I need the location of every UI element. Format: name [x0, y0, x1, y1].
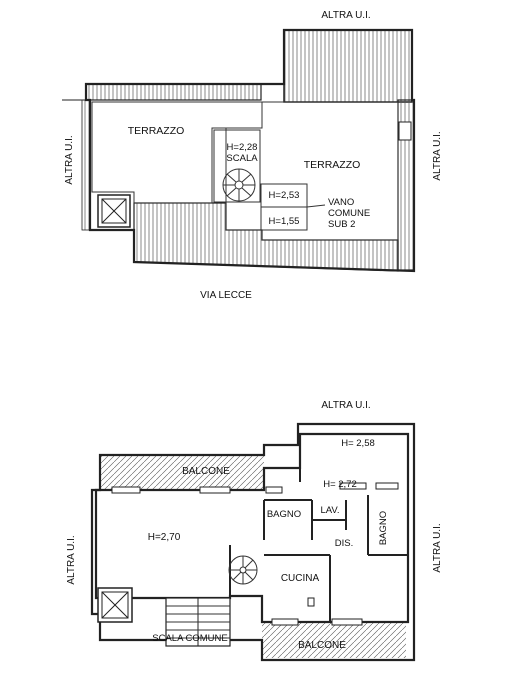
bagno-right-label: BAGNO [378, 511, 389, 545]
upper-altra-right: ALTRA U.I. [432, 131, 443, 180]
balcone-top-hatch [100, 455, 264, 490]
lower-altra-left: ALTRA U.I. [66, 535, 77, 584]
upper-altra-left: ALTRA U.I. [64, 135, 75, 184]
h-155-label: H=1,55 [269, 216, 300, 227]
upper-right-vent [398, 121, 412, 141]
windows-bottom [271, 618, 363, 626]
scala-height-label: H=2,28 [227, 142, 258, 153]
interior-partitions [229, 468, 408, 622]
scala-comune-label: SCALA COMUNE [152, 633, 228, 644]
terrace-hatch-top-left [85, 83, 262, 101]
vano-pointer [306, 204, 326, 208]
spiral-stair-lower [228, 555, 258, 585]
windows-top [111, 482, 399, 494]
cucina-label: CUCINA [281, 573, 320, 584]
terrace-hatch-top [283, 29, 413, 103]
lift-lower [97, 587, 133, 623]
upper-floor-plan: ALTRA U.I. ALTRA U.I. ALTRA U.I. TERRAZZ… [62, 10, 443, 301]
h-272-label: H= 2,72 [323, 479, 357, 490]
lav-label: LAV. [320, 505, 339, 516]
lower-floor-plan: ALTRA U.I. ALTRA U.I. ALTRA U.I. H= 2,58… [66, 400, 443, 662]
h-258-label: H= 2,58 [341, 438, 375, 449]
h-270-label: H=2,70 [148, 532, 181, 543]
lift-upper [97, 194, 131, 228]
upper-altra-top: ALTRA U.I. [321, 10, 370, 21]
via-lecce-label: VIA LECCE [200, 290, 252, 301]
bagno-left-label: BAGNO [267, 509, 301, 520]
terrazzo-left-outline [91, 101, 263, 204]
upper-outer-wall [84, 28, 416, 273]
terrazzo-left-label: TERRAZZO [128, 125, 185, 137]
cucina-fixture [307, 597, 315, 607]
sub-label: SUB 2 [328, 219, 355, 230]
terrazzo-right-label: TERRAZZO [304, 159, 361, 171]
scala-comune-stair [165, 597, 231, 647]
balcone-bottom-hatch [262, 622, 406, 658]
balcone-top-label: BALCONE [182, 466, 230, 477]
terrazzo-right-outline [225, 101, 399, 241]
lower-altra-top: ALTRA U.I. [321, 400, 370, 411]
lower-altra-right: ALTRA U.I. [432, 523, 443, 572]
dis-label: DIS. [335, 538, 353, 549]
lower-outer-wall [90, 422, 416, 662]
terrace-hatch-left [81, 99, 91, 231]
scala-label: SCALA [226, 153, 258, 164]
h-253-label: H=2,53 [269, 190, 300, 201]
vano-label: VANO [328, 197, 354, 208]
spiral-stair-upper [222, 168, 256, 202]
balcone-bottom-label: BALCONE [298, 640, 346, 651]
scala-box [213, 129, 261, 203]
comune-label: COMUNE [328, 208, 370, 219]
